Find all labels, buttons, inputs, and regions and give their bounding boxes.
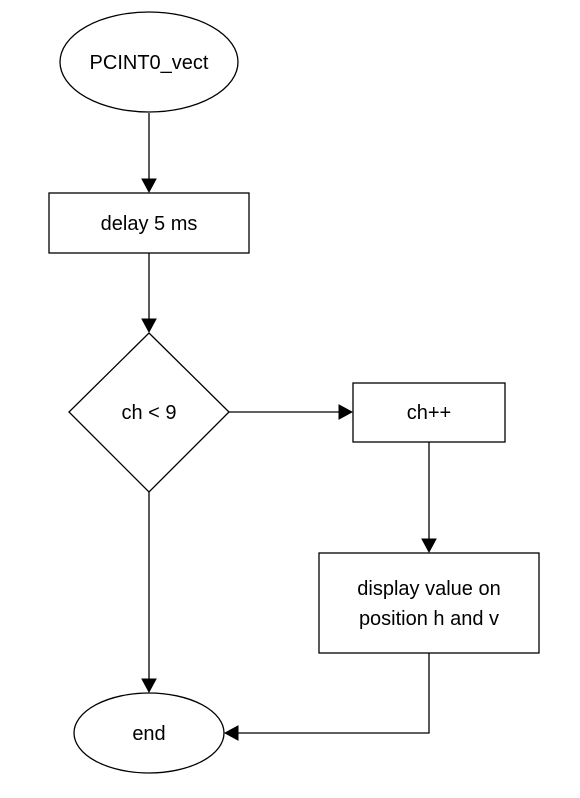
edge-display-to-end xyxy=(237,653,430,734)
delay-box xyxy=(48,192,250,254)
increment-box xyxy=(352,382,506,443)
start-label: PCINT0_vect xyxy=(90,52,209,74)
edges xyxy=(141,113,437,741)
display-box xyxy=(318,552,540,654)
display-label-line-1: display value on xyxy=(357,578,500,600)
arrowhead-condition-to-end xyxy=(141,678,157,694)
arrowhead-start-to-delay xyxy=(141,178,157,194)
start-ellipse xyxy=(59,11,239,113)
arrowhead-display-to-end xyxy=(223,725,239,741)
end-node: end xyxy=(73,692,225,774)
delay-label: delay 5 ms xyxy=(101,213,198,235)
delay-node: delay 5 ms xyxy=(48,192,250,254)
arrowhead-condition-to-increment xyxy=(338,404,354,420)
arrowhead-delay-to-condition xyxy=(141,318,157,334)
condition-label: ch < 9 xyxy=(121,402,176,424)
condition-diamond xyxy=(68,332,230,493)
condition-node: ch < 9 xyxy=(68,332,230,493)
increment-label: ch++ xyxy=(407,402,451,424)
display-label-line-2: position h and v xyxy=(359,608,499,630)
start-node: PCINT0_vect xyxy=(59,11,239,113)
end-label: end xyxy=(132,723,165,745)
increment-node: ch++ xyxy=(352,382,506,443)
display-node: display value on position h and v xyxy=(318,552,540,654)
arrowhead-increment-to-display xyxy=(421,538,437,554)
end-ellipse xyxy=(73,692,225,774)
